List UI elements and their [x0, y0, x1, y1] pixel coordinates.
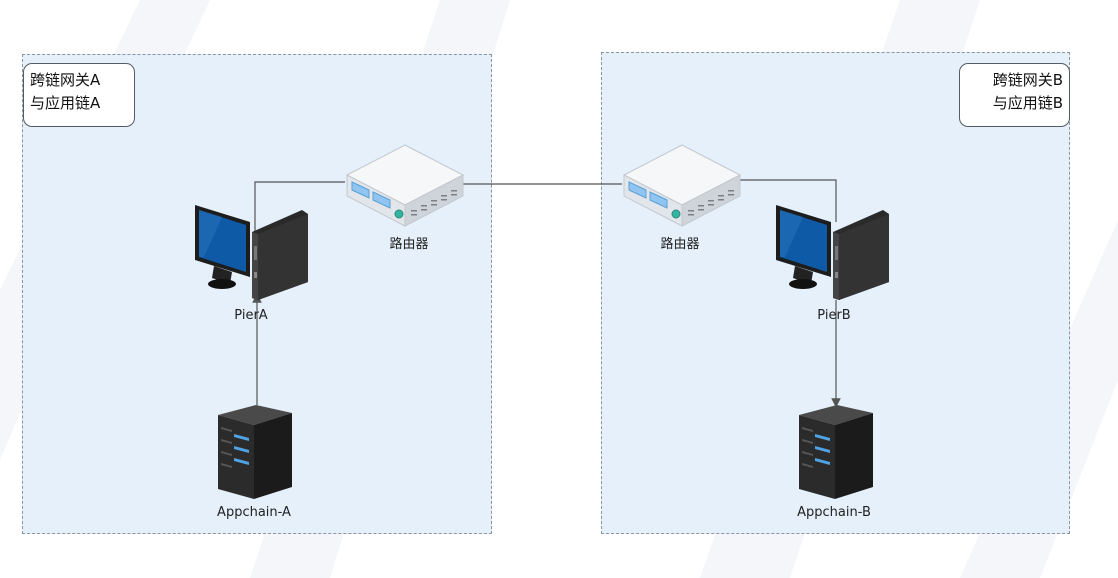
zone-b-label-line2: 与应用链B — [992, 94, 1063, 112]
server-tower-icon — [218, 405, 292, 499]
link-router-b-pierb — [740, 179, 837, 222]
desktop-computer-icon — [195, 205, 308, 300]
zone-a-label-line2: 与应用链A — [30, 94, 101, 112]
appchain-a-label: Appchain-A — [217, 505, 291, 520]
appchain-b-label: Appchain-B — [797, 505, 871, 520]
router-icon — [345, 144, 465, 227]
server-tower-icon — [799, 405, 873, 499]
desktop-computer-icon — [776, 205, 889, 300]
zone-b-label: 跨链网关B 与应用链B — [959, 63, 1070, 127]
router-icon — [622, 144, 742, 227]
zone-a-label: 跨链网关A 与应用链A — [23, 63, 135, 127]
zone-a-label-line1: 跨链网关A — [30, 71, 101, 89]
piera-label: PierA — [234, 308, 268, 323]
pierb-label: PierB — [817, 308, 851, 323]
router-a-label: 路由器 — [389, 237, 429, 252]
router-b-label: 路由器 — [660, 237, 700, 252]
zone-b-label-line1: 跨链网关B — [992, 71, 1063, 89]
